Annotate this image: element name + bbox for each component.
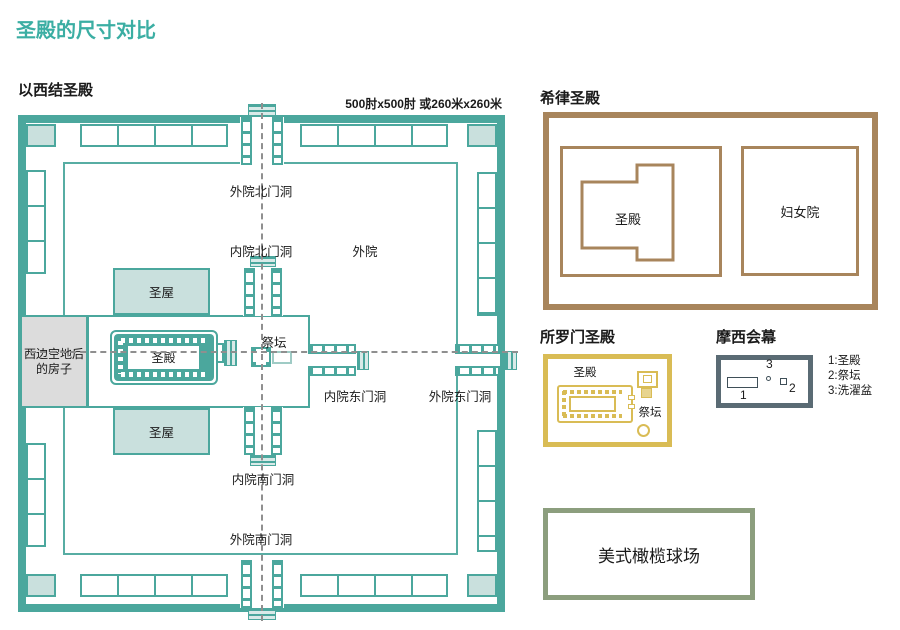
gate-outer-east: [455, 344, 500, 376]
wall-rooms-north-west: [80, 124, 228, 147]
steps-inner-south: [250, 455, 276, 466]
wall-rooms-north-east: [300, 124, 448, 147]
west-building-label-line2: 的房子: [35, 361, 72, 376]
temple-chambers-west: [118, 341, 123, 374]
temple-chambers-top: [121, 338, 207, 343]
herod-temple-label: 圣殿: [614, 212, 642, 227]
gate-chambers: [272, 560, 283, 608]
west-building: 西边空地后 的房子: [20, 315, 88, 408]
gate-chambers: [272, 117, 283, 165]
solomon-altar-label: 祭坛: [638, 407, 662, 419]
solomon-temple-chambers-top: [563, 390, 622, 394]
solomon-temple-porch-upper: [628, 395, 635, 400]
holy-room-south: 圣屋: [113, 408, 210, 455]
gate-chambers: [244, 407, 255, 455]
west-building-label-line1: 西边空地后: [23, 346, 84, 361]
inner-east-gate-label: 内院东门洞: [323, 390, 387, 404]
moses-marker-3: 3: [766, 357, 773, 371]
corner-room-sw: [26, 574, 56, 597]
moses-title: 摩西会幕: [716, 329, 777, 346]
corner-room-se: [467, 574, 497, 597]
moses-court-wall: [716, 355, 813, 408]
wall-rooms-west-upper: [26, 170, 46, 274]
gate-inner-south: [243, 407, 283, 455]
solomon-temple-plan: [557, 385, 633, 423]
temple-porch: [216, 343, 224, 363]
axis-horizontal-dashed: [30, 351, 518, 353]
football-field: 美式橄榄球场: [543, 508, 755, 600]
solomon-altar-base: [641, 388, 652, 398]
outer-south-gate-label: 外院南门洞: [229, 533, 293, 547]
gate-chambers: [271, 268, 282, 316]
solomon-altar: [637, 371, 658, 388]
herod-temple-shape: [580, 163, 675, 262]
moses-legend-item-2: 2:祭坛: [828, 370, 861, 382]
herod-temple-court: [560, 146, 722, 277]
gate-chambers: [271, 407, 282, 455]
gate-chambers: [241, 560, 252, 608]
herod-women-court-label: 妇女院: [780, 204, 820, 220]
moses-marker-1: 1: [740, 388, 747, 402]
temple-steps: [224, 340, 237, 366]
inner-south-gate-label: 内院南门洞: [231, 473, 295, 487]
gate-chambers: [455, 366, 500, 376]
temple-plan: 圣殿: [110, 330, 218, 385]
altar-corner-horns: [252, 348, 256, 352]
moses-marker-2: 2: [789, 381, 796, 395]
steps-inner-east: [357, 351, 369, 370]
wall-rooms-west-lower: [26, 443, 46, 547]
moses-altar-square: [780, 378, 787, 385]
wall-rooms-south-east: [300, 574, 448, 597]
wall-rooms-south-west: [80, 574, 228, 597]
axis-vertical-dashed: [261, 103, 263, 621]
holy-room-north-label: 圣屋: [148, 286, 174, 300]
solomon-temple-label: 圣殿: [573, 367, 597, 379]
temple-chamber-band: 圣殿: [114, 334, 214, 381]
corner-room-ne: [467, 124, 497, 147]
gate-chambers: [308, 344, 356, 354]
solomon-laver-circle: [637, 424, 650, 437]
altar-label: 祭坛: [261, 336, 287, 350]
gate-inner-east: [308, 344, 356, 376]
moses-tabernacle-rect: [727, 377, 758, 388]
football-field-label: 美式橄榄球场: [598, 546, 700, 566]
wall-rooms-east-lower: [477, 430, 497, 552]
temple-hall-label: 圣殿: [128, 346, 199, 369]
solomon-temple-porch-lower: [628, 404, 635, 409]
steps-inner-north: [250, 256, 276, 267]
gate-inner-north: [243, 268, 283, 316]
herod-women-court: 妇女院: [741, 146, 859, 276]
ezekiel-dimension-label: 500肘x500肘 或260米x260米: [345, 97, 502, 111]
gate-chambers: [455, 344, 500, 354]
herod-title: 希律圣殿: [540, 90, 601, 107]
outer-court-label: 外院: [352, 245, 378, 259]
moses-legend-item-1: 1:圣殿: [828, 355, 861, 367]
holy-room-south-label: 圣屋: [148, 426, 174, 440]
solomon-temple-chambers-bottom: [563, 414, 622, 418]
gate-chambers: [241, 117, 252, 165]
steps-outer-east: [505, 351, 517, 370]
moses-legend: 1:圣殿 2:祭坛 3:洗濯盆: [828, 354, 872, 399]
temple-chambers-bottom: [121, 372, 207, 377]
moses-legend-item-3: 3:洗濯盆: [828, 385, 873, 397]
gate-chambers: [244, 268, 255, 316]
holy-room-north: 圣屋: [113, 268, 210, 315]
ezekiel-title: 以西结圣殿: [18, 82, 94, 99]
corner-room-nw: [26, 124, 56, 147]
solomon-title: 所罗门圣殿: [540, 329, 616, 346]
gate-chambers: [308, 366, 356, 376]
wall-rooms-east-upper: [477, 172, 497, 316]
solomon-temple-hall: [569, 396, 616, 412]
outer-north-gate-label: 外院北门洞: [229, 185, 293, 199]
solomon-temple-chambers-west: [562, 391, 566, 417]
inner-north-gate-label: 内院北门洞: [229, 245, 293, 259]
solomon-altar-inner: [643, 375, 652, 383]
moses-laver-circle: [766, 376, 771, 381]
outer-east-gate-label: 外院东门洞: [428, 390, 492, 404]
page-title: 圣殿的尺寸对比: [16, 20, 156, 42]
